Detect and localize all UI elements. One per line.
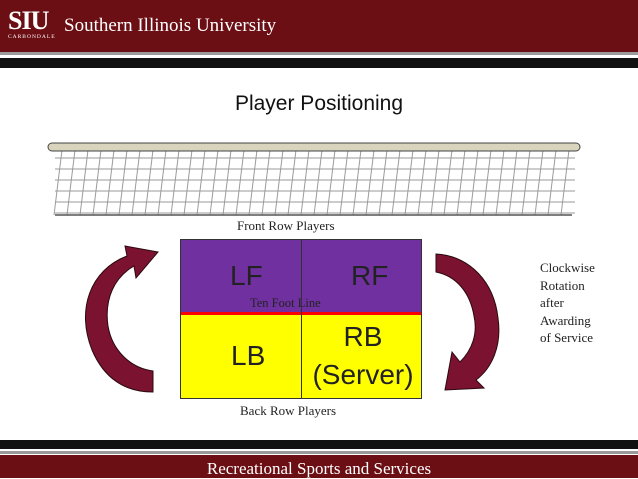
net-mesh-line xyxy=(339,149,349,216)
net-mesh-line xyxy=(118,149,128,216)
net-mesh-line xyxy=(495,149,505,216)
position-lb: LB xyxy=(231,340,266,371)
net-mesh-line xyxy=(287,149,297,216)
logo-subtext: CARBONDALE xyxy=(8,34,56,40)
siu-logo: SIU CARBONDALE xyxy=(8,6,56,41)
rotation-note-line: of Service xyxy=(540,330,594,345)
net-mesh-line xyxy=(313,149,323,216)
net-mesh-line xyxy=(534,149,544,216)
position-rb: RB (Server) xyxy=(305,318,421,394)
net-mesh-line xyxy=(508,149,518,216)
net-mesh-line xyxy=(456,149,466,216)
net-top-band xyxy=(47,142,581,152)
net-mesh-line xyxy=(222,149,232,216)
net-mesh-line xyxy=(53,149,63,216)
net-mesh-line xyxy=(235,149,245,216)
net-mesh-line xyxy=(131,149,141,216)
net-mesh-line xyxy=(417,149,427,216)
net-mesh-line xyxy=(560,149,570,216)
net-mesh-line xyxy=(430,149,440,216)
net-mesh-line xyxy=(209,149,219,216)
net-mesh-line xyxy=(105,149,115,216)
net-mesh-line xyxy=(391,149,401,216)
slide-title: Player Positioning xyxy=(234,92,404,115)
footer-divider-black xyxy=(0,440,638,449)
header-divider-gray xyxy=(0,52,638,55)
net-mesh-line xyxy=(92,149,102,216)
net-mesh-line xyxy=(469,149,479,216)
position-rb-server: (Server) xyxy=(312,359,414,390)
rotation-note-line: Clockwise xyxy=(540,260,595,275)
court-center-divider xyxy=(301,240,302,398)
net-mesh-line xyxy=(144,149,154,216)
net-mesh-line xyxy=(547,149,557,216)
volleyball-court: LF RF LB RB (Server) xyxy=(180,239,422,399)
rotation-note: Clockwise Rotation after Awarding of Ser… xyxy=(540,259,595,347)
net-mesh-line xyxy=(66,149,76,216)
front-row-label: Front Row Players xyxy=(237,218,335,233)
right-rotation-arrow xyxy=(435,253,500,391)
ten-foot-line-label: Ten Foot Line xyxy=(250,296,321,310)
net-mesh-line xyxy=(183,149,193,216)
net-mesh-line xyxy=(482,149,492,216)
footer-divider-gray xyxy=(0,451,638,454)
net-mesh-line xyxy=(79,149,89,216)
rotation-note-line: Awarding xyxy=(540,312,591,328)
position-rf: RF xyxy=(351,260,389,291)
net-mesh-line xyxy=(157,149,167,216)
net-mesh-line xyxy=(248,149,258,216)
position-rb-label: RB xyxy=(343,321,383,352)
net-mesh-line xyxy=(196,149,206,216)
back-row-label: Back Row Players xyxy=(240,403,337,418)
net-mesh-line xyxy=(300,149,310,216)
net-mesh-line xyxy=(404,149,414,216)
volleyball-net xyxy=(47,142,581,216)
header-bar: SIU CARBONDALE Southern Illinois Univers… xyxy=(0,0,638,52)
rotation-note-line: after xyxy=(540,295,564,310)
net-mesh-line xyxy=(365,149,375,216)
footer-text: Recreational Sports and Services xyxy=(206,459,432,478)
left-rotation-arrow xyxy=(85,245,159,393)
university-name: Southern Illinois University xyxy=(64,15,277,36)
net-mesh xyxy=(53,149,575,216)
position-lf: LF xyxy=(230,260,263,291)
rotation-note-line: Rotation xyxy=(540,277,585,293)
net-mesh-line xyxy=(378,149,388,216)
footer-bar xyxy=(0,455,638,478)
net-mesh-line xyxy=(261,149,271,216)
net-mesh-line xyxy=(352,149,362,216)
net-mesh-line xyxy=(274,149,284,216)
net-mesh-line xyxy=(521,149,531,216)
logo-mark: SIU xyxy=(8,6,49,35)
net-mesh-line xyxy=(170,149,180,216)
header-divider-black xyxy=(0,58,638,68)
net-mesh-line xyxy=(326,149,336,216)
net-mesh-line xyxy=(443,149,453,216)
